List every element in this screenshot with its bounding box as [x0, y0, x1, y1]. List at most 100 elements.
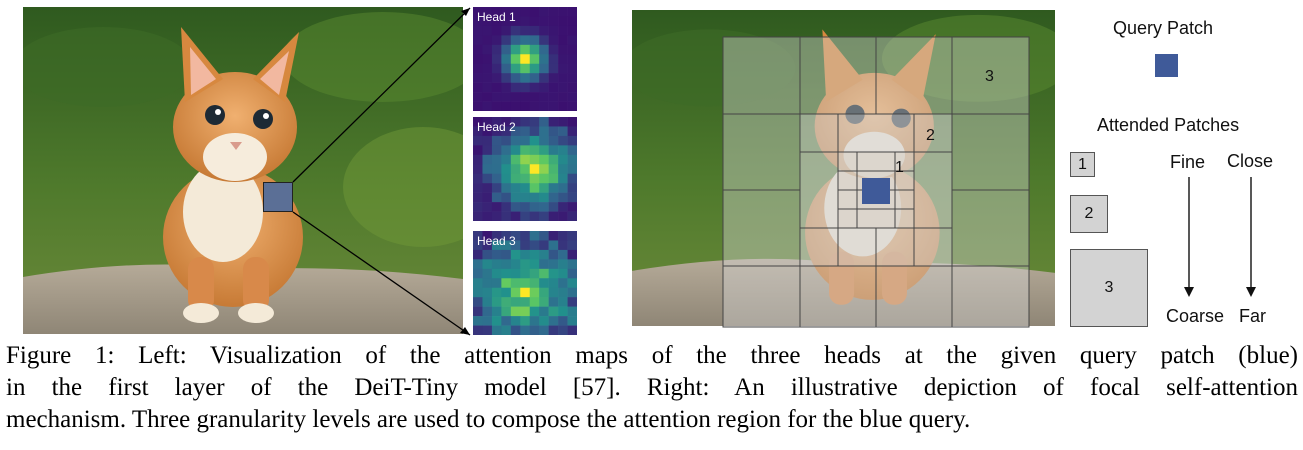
heatmap-cell — [520, 202, 531, 212]
heatmap-cell — [501, 297, 512, 307]
heatmap-cell — [548, 35, 559, 46]
heatmap-cell — [501, 135, 512, 146]
heatmap-cell — [510, 287, 521, 298]
heatmap-head-1: Head 1 — [473, 7, 578, 112]
heatmap-cell — [539, 287, 549, 298]
heatmap-cell — [529, 249, 540, 260]
heatmap-cell — [529, 16, 540, 27]
heatmap-cell — [567, 278, 578, 289]
heatmap-cell — [510, 145, 521, 156]
heatmap-cell — [491, 154, 502, 165]
legend-coarse-label: Coarse — [1166, 306, 1225, 326]
legend-query-label: Query Patch — [1113, 18, 1214, 38]
zoom-connector-lines — [292, 7, 471, 336]
heatmap-cell — [567, 240, 578, 251]
heatmap-cell — [520, 164, 531, 175]
heatmap-cell — [510, 117, 521, 127]
heatmap-cell — [482, 145, 493, 156]
heatmap-cell — [482, 183, 493, 193]
heatmap-cell — [482, 135, 493, 146]
figure-caption: Figure 1: Left: Visualization of the att… — [6, 340, 1298, 436]
heatmap-head-2-label: Head 2 — [477, 120, 516, 134]
heatmap-cell — [539, 145, 549, 156]
heatmap-cell — [491, 54, 502, 65]
heatmap-cell — [491, 126, 502, 137]
heatmap-cell — [482, 259, 493, 270]
heatmap-cell — [548, 259, 559, 270]
heatmap-cell — [491, 231, 502, 241]
heatmap-cell — [501, 173, 512, 184]
heatmap-cell — [558, 54, 568, 65]
heatmap-cell — [539, 44, 549, 55]
heatmap-cell — [473, 63, 483, 74]
heatmap-cell — [491, 183, 502, 193]
heatmap-cell — [482, 297, 493, 307]
heatmap-cell — [539, 16, 549, 27]
heatmap-cell — [529, 73, 540, 83]
heatmap-cell — [567, 259, 578, 270]
heatmap-cell — [510, 259, 521, 270]
heatmap-cell — [491, 325, 502, 336]
heatmap-cell — [567, 44, 578, 55]
legend-query-swatch — [1155, 54, 1178, 77]
heatmap-cell — [539, 7, 549, 17]
heatmap-cell — [539, 63, 549, 74]
heatmap-cell — [567, 202, 578, 212]
heatmap-cell — [548, 154, 559, 165]
heatmap-cell — [539, 211, 549, 222]
heatmap-cell — [520, 173, 531, 184]
heatmap-cell — [529, 240, 540, 251]
heatmap-cell — [567, 101, 578, 112]
heatmap-cell — [520, 183, 531, 193]
heatmap-cell — [567, 231, 578, 241]
heatmap-cell — [529, 231, 540, 241]
heatmap-cell — [473, 278, 483, 289]
heatmap-cell — [482, 306, 493, 317]
heatmap-cell — [567, 316, 578, 326]
caption-line-3: mechanism. Three granularity levels are … — [6, 406, 971, 433]
heatmap-cell — [548, 202, 559, 212]
heatmap-cell — [520, 16, 531, 27]
heatmap-cell — [539, 54, 549, 65]
heatmap-cell — [473, 117, 483, 127]
heatmap-cell — [558, 145, 568, 156]
heatmap-cell — [567, 325, 578, 336]
heatmap-cell — [520, 278, 531, 289]
heatmap-cell — [510, 126, 521, 137]
heatmap-cell — [558, 268, 568, 279]
grid-label-level-3: 3 — [985, 68, 994, 85]
heatmap-cell — [529, 211, 540, 222]
heatmap-cell — [520, 25, 531, 36]
heatmap-cell — [529, 173, 540, 184]
heatmap-cell — [520, 192, 531, 203]
heatmap-cell — [482, 126, 493, 137]
heatmap-cell — [529, 325, 540, 336]
heatmap-cell — [529, 35, 540, 46]
heatmap-cell — [501, 325, 512, 336]
heatmap-cell — [558, 316, 568, 326]
heatmap-cell — [567, 192, 578, 203]
heatmap-cell — [539, 35, 549, 46]
heatmap-cell — [491, 63, 502, 74]
heatmap-cell — [548, 173, 559, 184]
heatmap-cell — [529, 25, 540, 36]
heatmap-cell — [510, 183, 521, 193]
heatmap-cell — [501, 154, 512, 165]
heatmap-cell — [539, 164, 549, 175]
query-patch-right — [862, 178, 890, 204]
heatmap-cell — [510, 82, 521, 93]
heatmap-cell — [529, 63, 540, 74]
heatmap-cell — [491, 16, 502, 27]
heatmap-cell — [491, 297, 502, 307]
heatmap-cell — [539, 192, 549, 203]
heatmap-cell — [482, 249, 493, 260]
heatmap-cell — [520, 325, 531, 336]
heatmap-cell — [501, 82, 512, 93]
heatmap-cell — [510, 25, 521, 36]
heatmap-cell — [548, 316, 559, 326]
heatmap-cell — [529, 306, 540, 317]
kitten-photo-left — [23, 7, 463, 334]
heatmap-cell — [520, 35, 531, 46]
heatmap-cell — [520, 73, 531, 83]
heatmap-cell — [558, 154, 568, 165]
